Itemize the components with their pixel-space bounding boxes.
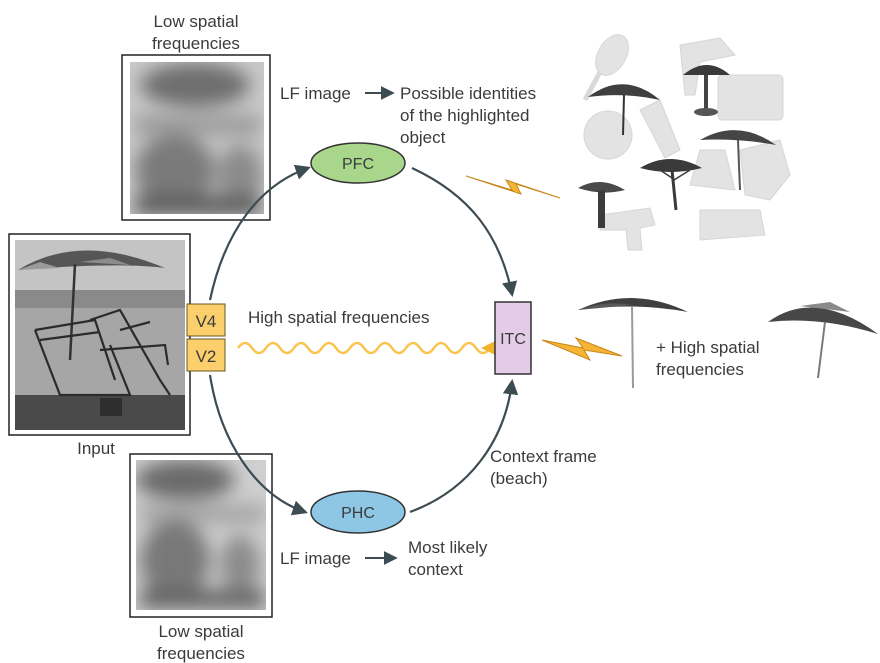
v4-box: [186, 303, 226, 337]
candidate-objects-cluster: [578, 34, 791, 251]
pfc-node: [310, 142, 406, 184]
v4-label: V4: [196, 312, 217, 331]
lf-image-bottom-label: LF image: [280, 549, 351, 568]
arrow-pfc-to-itc: [411, 167, 518, 298]
itc-node: [494, 301, 532, 375]
top-lf-image: [121, 54, 271, 221]
phc-label: PHC: [341, 505, 375, 522]
possible-identities-line1: Possible identities: [400, 84, 536, 103]
plus-hsf-line2: frequencies: [656, 360, 744, 379]
itc-label: ITC: [500, 331, 526, 348]
lightning-bolt-top: [465, 175, 561, 199]
lf-image-top-label: LF image: [280, 84, 351, 103]
recognized-umbrella-1: [578, 297, 688, 389]
plus-hsf-line1: + High spatial: [656, 338, 759, 357]
lightning-bolt-mid: [541, 336, 623, 362]
most-likely-line2: context: [408, 560, 463, 579]
most-likely-line1: Most likely: [408, 538, 488, 557]
top-lsf-label-line2: frequencies: [152, 34, 240, 53]
bottom-lsf-label-line2: frequencies: [157, 644, 245, 663]
possible-identities-line2: of the highlighted: [400, 106, 530, 125]
context-frame-line2: (beach): [490, 469, 548, 488]
pfc-label: PFC: [342, 156, 374, 173]
possible-identities-line3: object: [400, 128, 446, 147]
arrow-v-to-phc: [208, 374, 308, 516]
input-photo: [8, 233, 191, 436]
input-label: Input: [77, 439, 115, 458]
bottom-lsf-label-line1: Low spatial: [158, 622, 243, 641]
high-spatial-label: High spatial frequencies: [248, 308, 429, 327]
recognized-umbrella-2: [768, 302, 878, 379]
v2-box: [186, 338, 226, 372]
arrow-v-to-pfc: [208, 164, 311, 301]
v2-label: V2: [196, 347, 217, 366]
context-frame-line1: Context frame: [490, 447, 597, 466]
arrow-phc-to-itc: [409, 378, 519, 514]
bottom-lf-image: [129, 453, 273, 618]
phc-node: [310, 490, 406, 534]
hsf-wave: [237, 340, 496, 356]
top-lsf-label-line1: Low spatial: [153, 12, 238, 31]
